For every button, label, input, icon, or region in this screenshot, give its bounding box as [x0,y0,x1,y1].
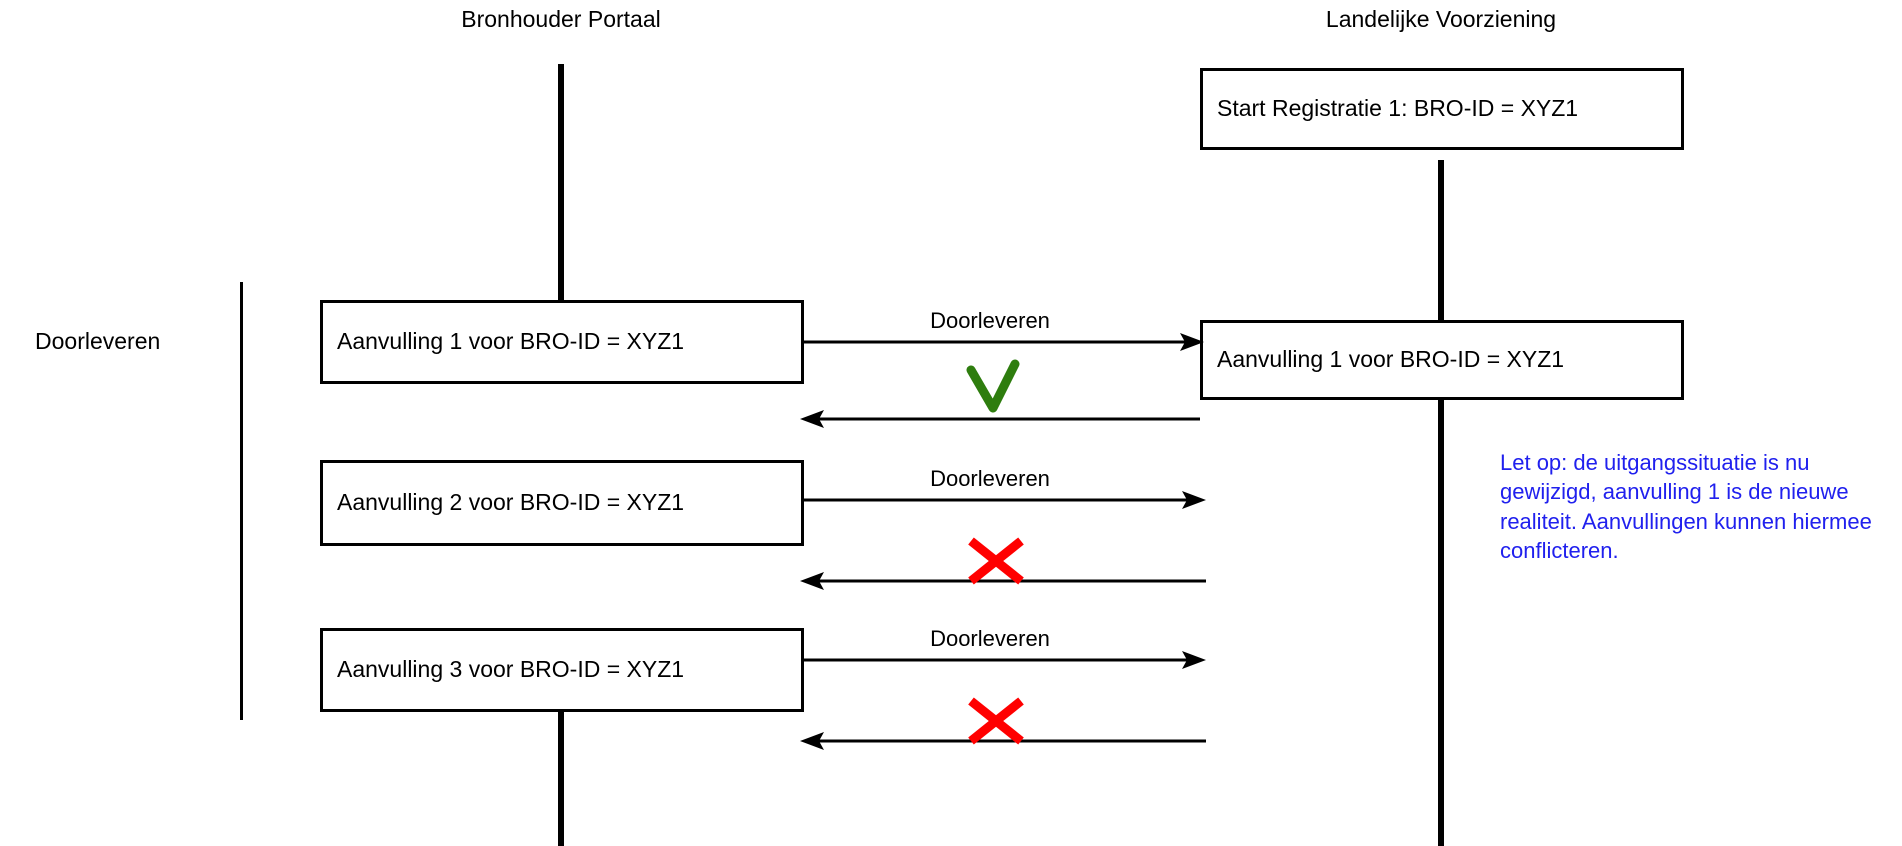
lifeline-landelijke-bottom [1438,398,1444,846]
box-aanvulling-1-landelijke-label: Aanvulling 1 voor BRO-ID = XYZ1 [1217,346,1565,373]
box-aanvulling-1-landelijke[interactable]: Aanvulling 1 voor BRO-ID = XYZ1 [1200,320,1684,400]
box-aanvulling-3-bronhouder[interactable]: Aanvulling 3 voor BRO-ID = XYZ1 [320,628,804,712]
arrow-label-msg-1-request: Doorleveren [930,308,1050,333]
lane-title-landelijke-voorziening: Landelijke Voorziening [1325,6,1557,32]
arrow-msg-1-response [800,410,1200,428]
note-uitgangssituatie: Let op: de uitgangssituatie is nu gewijz… [1500,450,1872,563]
box-aanvulling-1-bronhouder-label: Aanvulling 1 voor BRO-ID = XYZ1 [337,328,685,355]
box-start-registratie-label: Start Registratie 1: BRO-ID = XYZ1 [1217,95,1579,122]
box-start-registratie[interactable]: Start Registratie 1: BRO-ID = XYZ1 [1200,68,1684,150]
arrow-label-msg-3-request: Doorleveren [930,626,1050,651]
arrow-msg-2-response [800,572,1206,590]
red-cross-mark-2 [968,537,1024,585]
box-aanvulling-1-bronhouder[interactable]: Aanvulling 1 voor BRO-ID = XYZ1 [320,300,804,384]
arrow-label-msg-2-request: Doorleveren [930,466,1050,491]
lifeline-bronhouder-bottom [558,708,564,846]
lifeline-bronhouder-top [558,64,564,302]
green-check-mark-1 [966,359,1020,413]
box-aanvulling-2-bronhouder-label: Aanvulling 2 voor BRO-ID = XYZ1 [337,489,685,516]
phase-label-doorleveren: Doorleveren [35,328,161,354]
phase-bracket-doorleveren [240,282,243,720]
box-aanvulling-3-bronhouder-label: Aanvulling 3 voor BRO-ID = XYZ1 [337,656,685,683]
lane-title-bronhouder-portaal: Bronhouder Portaal [461,6,661,32]
box-aanvulling-2-bronhouder[interactable]: Aanvulling 2 voor BRO-ID = XYZ1 [320,460,804,546]
arrow-msg-1-request [804,333,1204,351]
lifeline-landelijke-top [1438,160,1444,322]
arrow-msg-3-request [804,651,1206,669]
red-cross-mark-3 [968,697,1024,745]
arrow-msg-3-response [800,732,1206,750]
arrow-msg-2-request [804,491,1206,509]
